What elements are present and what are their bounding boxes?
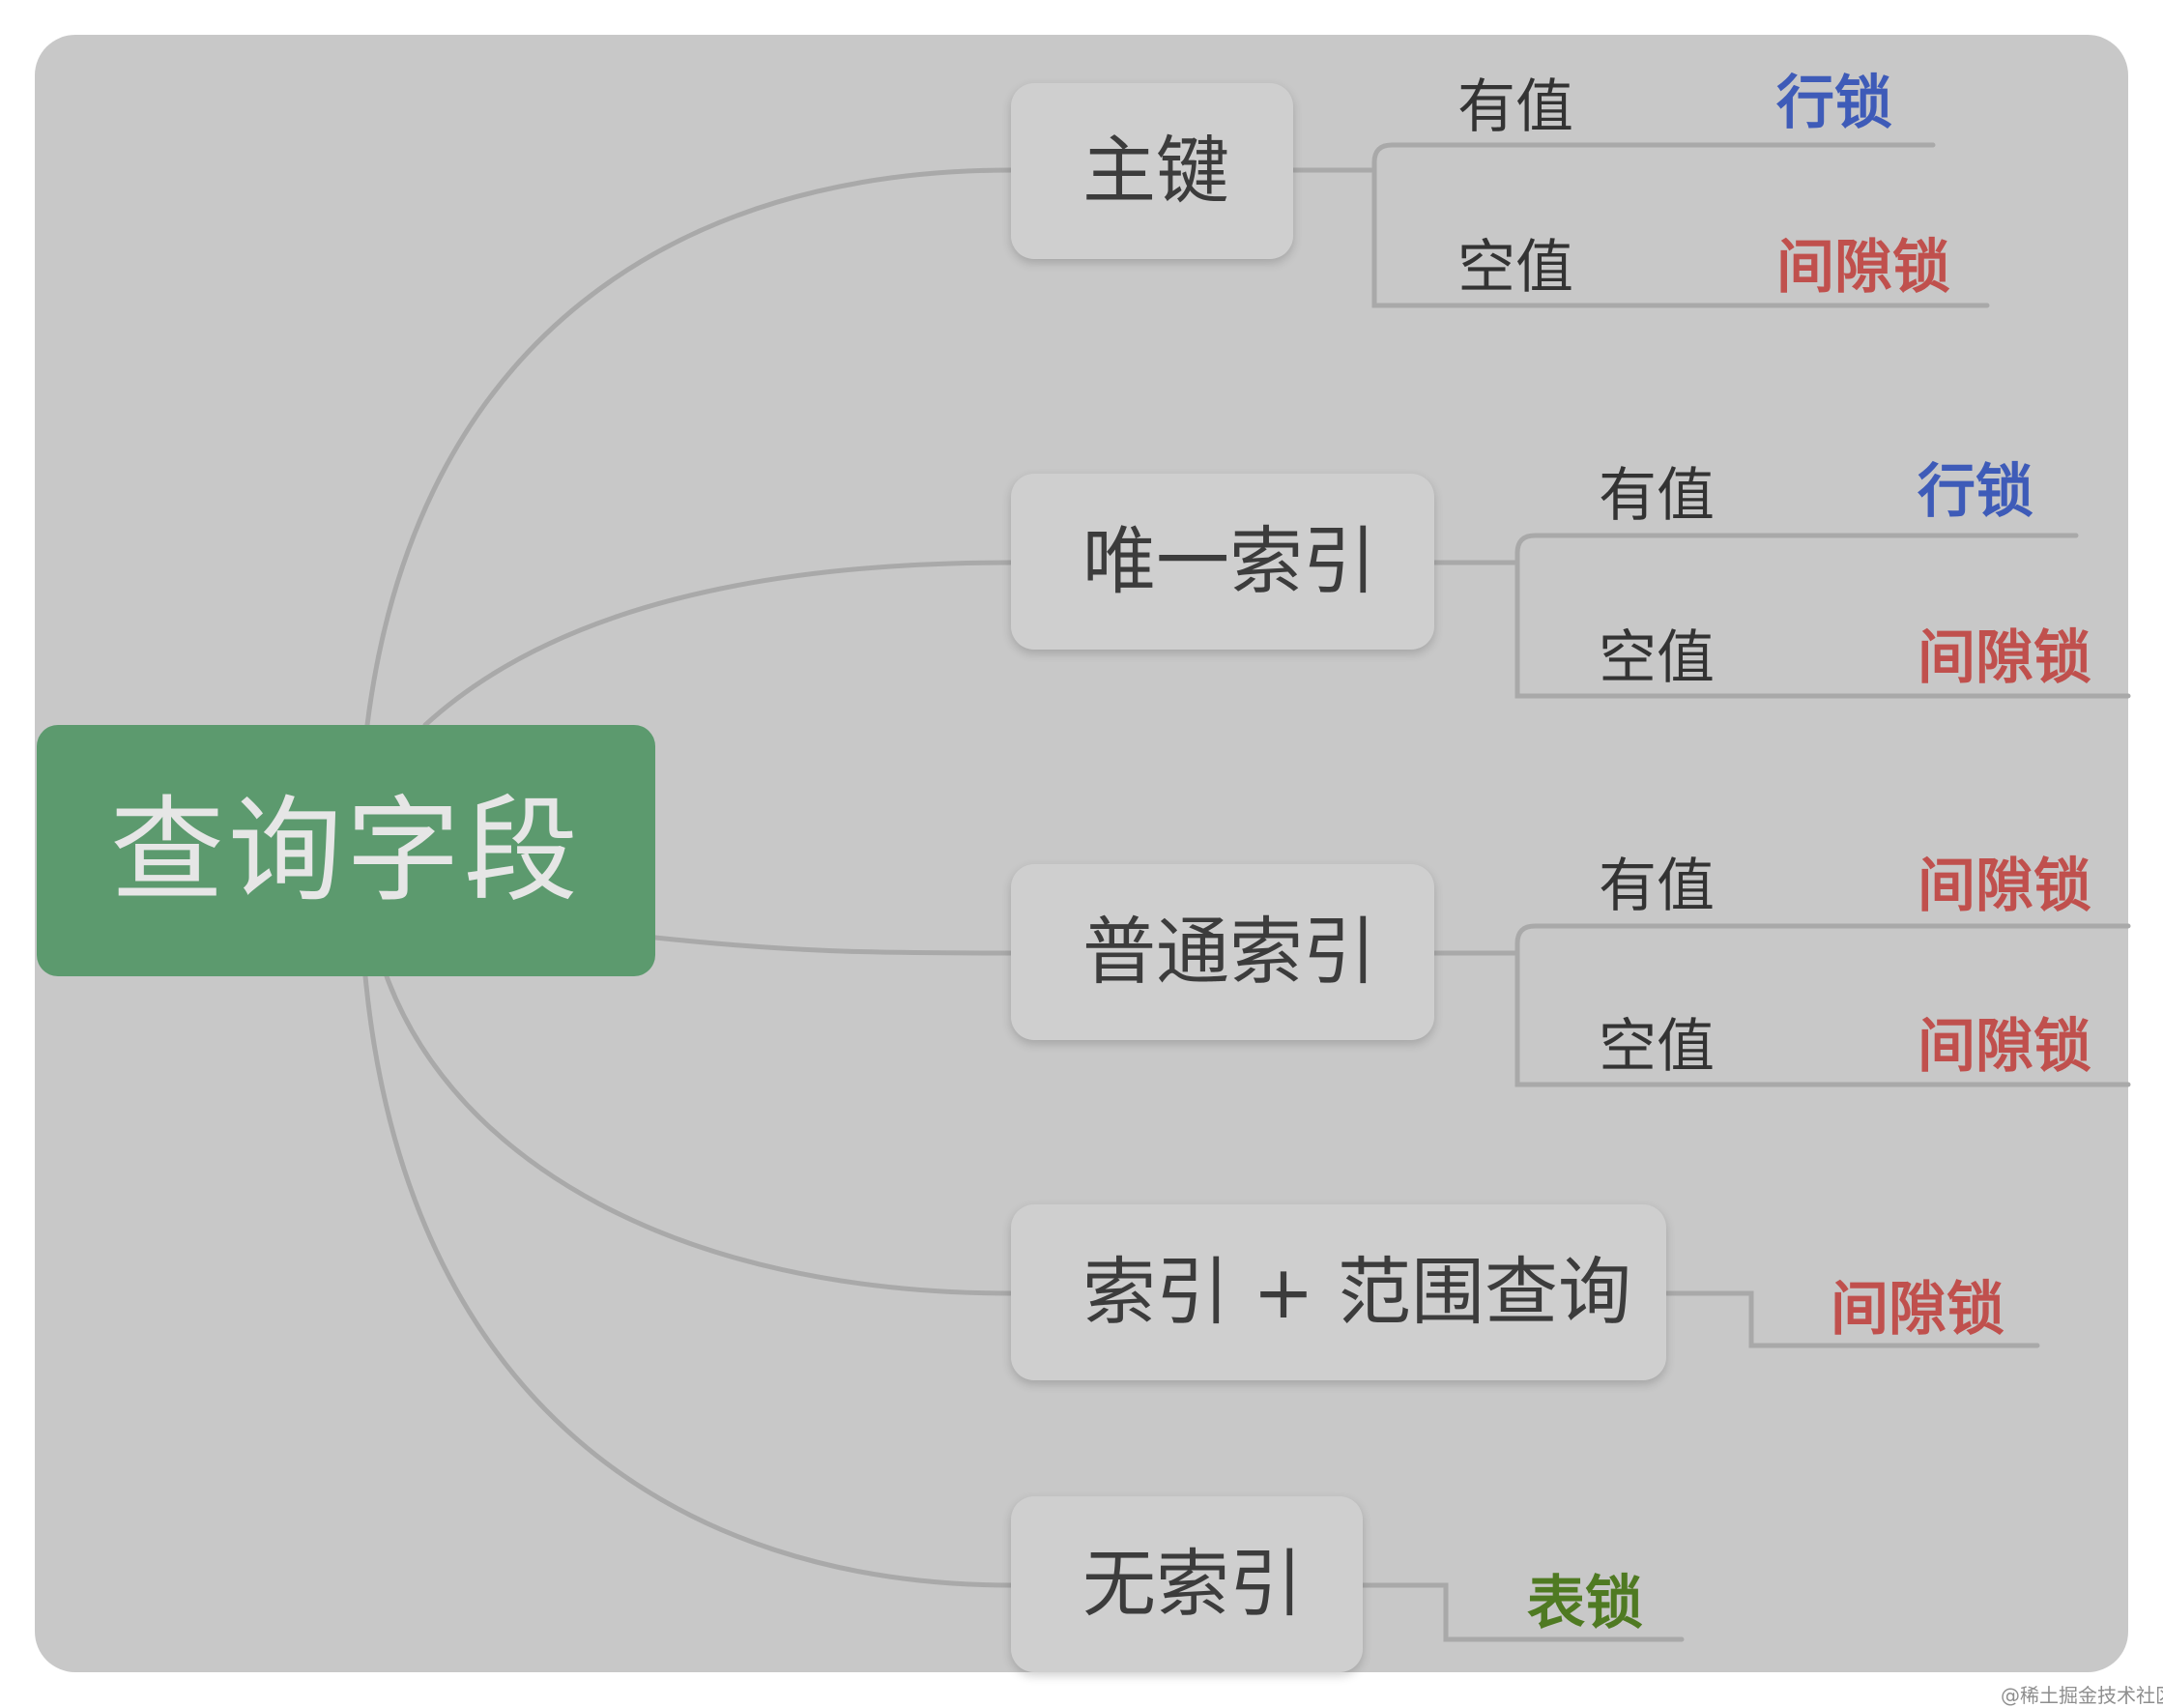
branch-node-no-index[interactable]: 无索引: [1011, 1496, 1363, 1672]
leaf-condition-has-value: 有值: [1599, 462, 1715, 530]
leaf-condition-null-value: 空值: [1457, 234, 1573, 302]
leaf-condition-has-value: 有值: [1457, 73, 1573, 141]
root-node-label: 查询字段: [109, 784, 582, 917]
lock-type-gap-lock: 间隙锁: [1918, 1013, 2091, 1081]
branch-node-normal-index[interactable]: 普通索引: [1011, 864, 1434, 1040]
branch-node-label: 无索引: [1082, 1541, 1303, 1627]
leaf-condition-has-value: 有值: [1599, 853, 1715, 920]
branch-node-label: 唯一索引: [1082, 518, 1376, 604]
lock-type-gap-lock: 间隙锁: [1831, 1276, 2004, 1344]
branch-node-label: 普通索引: [1082, 909, 1376, 995]
branch-node-range-query[interactable]: 索引 + 范围查询: [1011, 1204, 1666, 1380]
lock-type-gap-lock: 间隙锁: [1918, 853, 2091, 920]
lock-type-table-lock: 表锁: [1527, 1570, 1643, 1637]
leaf-condition-null-value: 空值: [1599, 624, 1715, 692]
branch-node-unique-index[interactable]: 唯一索引: [1011, 474, 1434, 650]
root-node-query-field[interactable]: 查询字段: [37, 725, 655, 976]
branch-node-primary-key[interactable]: 主键: [1011, 83, 1293, 259]
lock-type-gap-lock: 间隙锁: [1776, 234, 1950, 302]
watermark-text: @稀土掘金技术社区: [2001, 1684, 2163, 1707]
branch-node-label: 索引 + 范围查询: [1082, 1249, 1631, 1335]
lock-type-gap-lock: 间隙锁: [1918, 624, 2091, 692]
lock-type-row-lock: 行锁: [1776, 70, 1892, 137]
branch-node-label: 主键: [1082, 128, 1229, 214]
leaf-condition-null-value: 空值: [1599, 1013, 1715, 1081]
lock-type-row-lock: 行锁: [1918, 458, 2033, 526]
